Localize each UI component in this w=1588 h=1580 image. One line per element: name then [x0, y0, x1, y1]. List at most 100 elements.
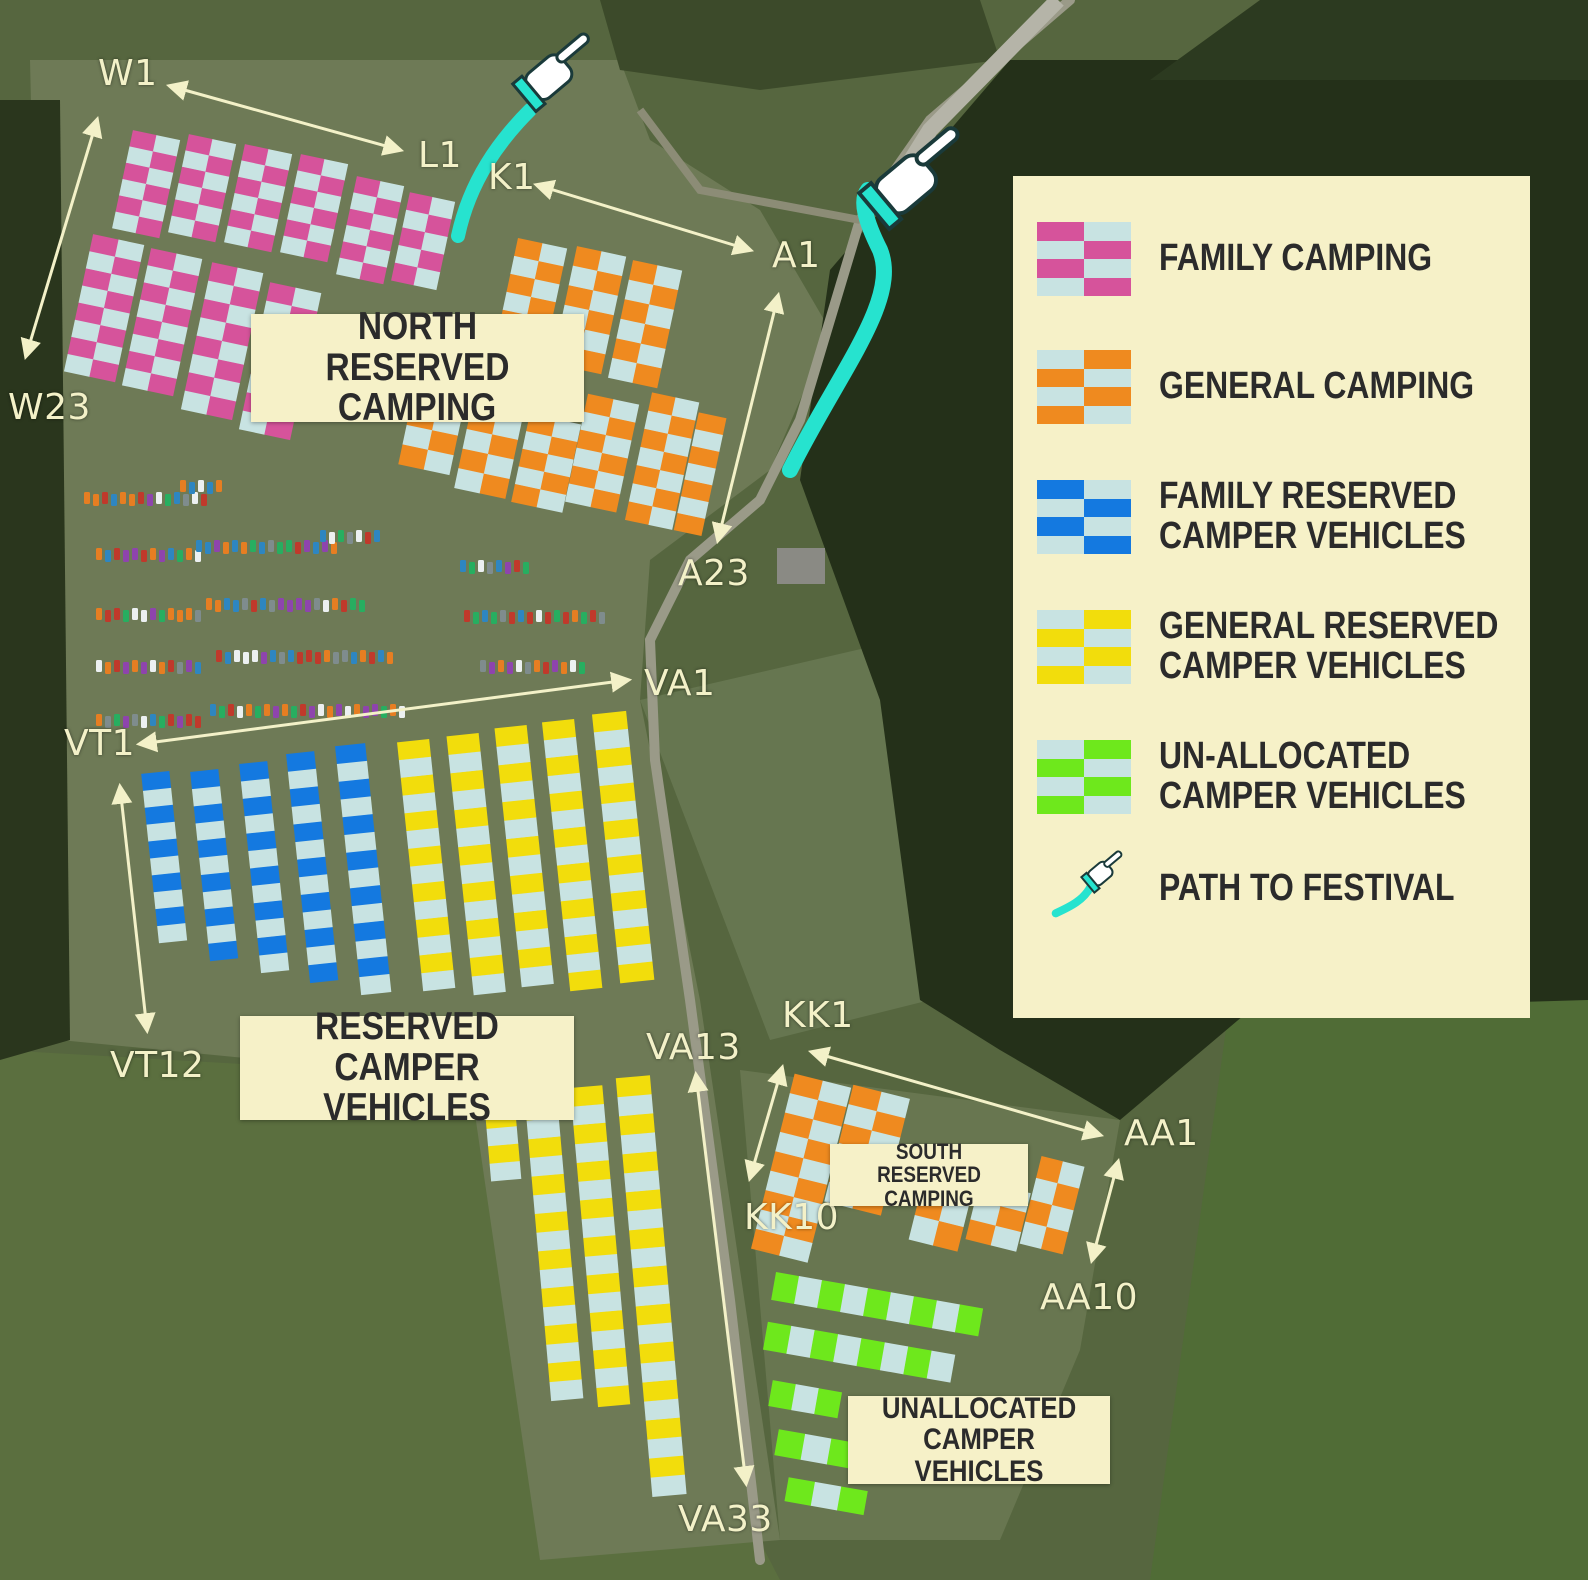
arrow-va13-va33	[687, 1070, 755, 1488]
pointing-hand-icon	[1051, 850, 1123, 918]
arrow-w1-w23	[20, 115, 103, 361]
plot-cell	[612, 338, 642, 364]
plot-cell	[446, 733, 481, 756]
parked-car	[123, 716, 129, 728]
plot-block-family-camping	[280, 154, 349, 263]
plot-cell	[107, 273, 138, 297]
plot-cell	[462, 880, 497, 903]
family-reserved-camper-swatch	[1037, 480, 1131, 554]
grid-label-vt1: VT1	[64, 723, 136, 764]
plot-cell	[320, 159, 349, 181]
parked-car	[342, 650, 348, 662]
parked-car	[186, 548, 192, 560]
plot-cell	[155, 906, 186, 927]
parked-car	[570, 660, 576, 672]
plot-cell	[590, 488, 621, 513]
parked-car	[156, 492, 162, 504]
plot-cell	[551, 418, 582, 443]
plot-cell	[573, 1122, 608, 1145]
plot-cell	[526, 1117, 561, 1140]
plot-cell	[562, 915, 597, 938]
parked-car	[350, 598, 356, 610]
parked-car	[147, 494, 153, 506]
plot-cell	[584, 1253, 619, 1276]
plot-cell	[760, 1190, 795, 1217]
plot-block-general-reserved-camper	[524, 1099, 584, 1402]
parked-car	[507, 662, 513, 674]
parked-car	[234, 650, 240, 662]
plot-cell	[153, 889, 184, 910]
parked-car	[84, 492, 90, 504]
parked-car	[387, 652, 393, 664]
plot-cell	[810, 1481, 842, 1511]
parked-car	[201, 494, 207, 506]
plot-cell	[506, 273, 536, 298]
plot-cell	[349, 885, 382, 907]
parked-car	[168, 660, 174, 672]
plot-cell	[193, 803, 224, 824]
map-legend: FAMILY CAMPING GENERAL CAMPING FAMILY RE…	[1013, 176, 1530, 1018]
parked-car	[516, 660, 522, 672]
plot-cell	[452, 788, 487, 811]
plot-cell	[863, 1288, 892, 1321]
legend-item-general-camping: GENERAL CAMPING	[1037, 350, 1517, 440]
plot-cell	[154, 339, 185, 362]
plot-cell	[471, 973, 506, 996]
plot-cell	[511, 484, 541, 508]
plot-cell	[454, 468, 485, 494]
parked-car	[168, 548, 174, 560]
plot-cell	[597, 251, 627, 277]
parked-car	[111, 494, 117, 506]
plot-cell	[886, 1292, 915, 1325]
plot-cell	[172, 253, 203, 277]
parked-car	[351, 652, 357, 664]
parked-car	[177, 550, 183, 562]
parked-car	[329, 532, 335, 544]
plot-cell	[340, 796, 373, 818]
plot-cell	[814, 1388, 843, 1419]
arrow-kk1-aa1	[807, 1046, 1105, 1141]
plot-cell	[783, 1216, 818, 1244]
plot-cell	[908, 1296, 938, 1329]
parked-car	[195, 662, 201, 674]
parked-car	[554, 610, 560, 622]
parked-car	[183, 494, 189, 506]
plot-cell	[504, 817, 539, 840]
plot-cell	[463, 899, 499, 922]
plot-cell	[145, 167, 174, 190]
parked-car	[195, 550, 201, 562]
plot-cell	[579, 1197, 614, 1220]
plot-cell	[581, 1216, 616, 1239]
arrow-w1-l1	[165, 80, 405, 156]
plot-cell	[404, 810, 439, 832]
plot-cell	[640, 324, 670, 350]
plot-cell	[496, 743, 531, 766]
plot-cell	[519, 965, 554, 988]
grid-label-vt12: VT12	[110, 1045, 205, 1086]
grid-label-va33: VA33	[678, 1499, 773, 1540]
plot-cell	[191, 786, 222, 807]
plot-cell	[517, 946, 552, 969]
plot-cell	[129, 130, 157, 152]
plot-cell	[803, 1138, 837, 1166]
parked-car	[93, 494, 99, 506]
plot-cell	[591, 1328, 626, 1351]
plot-cell	[547, 436, 578, 460]
parked-car	[259, 542, 265, 554]
plot-cell	[487, 434, 518, 460]
plot-block-general-camping	[511, 413, 582, 513]
plot-cell	[299, 874, 330, 896]
grid-label-a23: A23	[678, 553, 750, 594]
plot-cell	[533, 1192, 567, 1215]
plot-cell	[640, 1360, 677, 1383]
legend-label: GENERAL RESERVED	[1159, 605, 1499, 648]
parked-car	[300, 704, 306, 716]
plot-cell	[191, 220, 219, 243]
plot-cell	[181, 150, 210, 173]
plot-cell	[648, 392, 676, 416]
plot-cell	[660, 451, 688, 476]
plot-cell	[247, 230, 275, 253]
parked-car	[273, 706, 279, 718]
plot-cell	[419, 952, 454, 974]
plot-cell	[536, 489, 567, 513]
